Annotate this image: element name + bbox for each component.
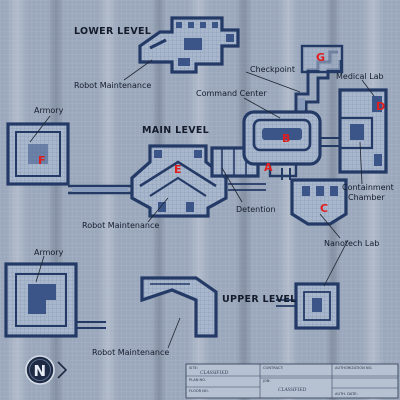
command-center xyxy=(242,110,322,178)
nanotech-lab xyxy=(281,168,348,226)
tb-site-value: CLASSIFIED xyxy=(200,370,228,376)
label-medical-lab: Medical Lab xyxy=(336,72,384,81)
level-title-upper: UPPER LEVEL xyxy=(222,294,297,305)
tb-job-value: CLASSIFIED xyxy=(278,387,306,393)
label-robot-maintenance-main: Robot Maintenance xyxy=(82,221,159,230)
upper-nanotech-lab xyxy=(276,282,340,330)
level-title-lower: LOWER LEVEL xyxy=(74,26,151,37)
label-checkpoint: Checkpoint xyxy=(250,65,295,74)
compass-letter: N xyxy=(34,362,47,380)
label-detention: Detention xyxy=(236,205,276,214)
tb-auth-date-label: AUTH. DATE: xyxy=(335,392,358,396)
upper-robot-maintenance xyxy=(140,276,218,338)
label-nanotech-lab: Nanotech Lab xyxy=(324,239,379,248)
title-block: SITE: CLASSIFIED PLAN NO. FLOOR NO. CONT… xyxy=(185,363,399,399)
tb-site-label: SITE: xyxy=(189,366,198,370)
lower-level-robot-maintenance xyxy=(138,16,240,74)
label-containment-line2: Chamber xyxy=(348,193,385,202)
callout-leaders xyxy=(29,59,375,349)
label-robot-maintenance-lower: Robot Maintenance xyxy=(74,81,151,90)
marker-d: D xyxy=(376,100,385,113)
tb-auth-label: AUTHORIZATION NO. xyxy=(335,366,372,370)
marker-e: E xyxy=(174,163,182,176)
label-armory-upper: Armory xyxy=(34,248,64,257)
main-robot-maintenance xyxy=(130,144,228,218)
label-robot-maintenance-upper: Robot Maintenance xyxy=(92,348,169,357)
north-compass-icon: N xyxy=(25,355,68,385)
tb-plan-label: PLAN NO. xyxy=(189,378,206,382)
marker-b: B xyxy=(282,132,290,145)
marker-g: G xyxy=(316,51,325,64)
marker-f: F xyxy=(38,154,46,167)
label-armory-main: Armory xyxy=(34,106,64,115)
label-command-center: Command Center xyxy=(196,89,267,98)
tb-job-label: JOB: xyxy=(262,379,271,383)
label-containment-line1: Containment xyxy=(342,183,394,192)
level-title-main: MAIN LEVEL xyxy=(142,125,209,136)
upper-armory-room xyxy=(4,262,106,338)
checkpoint-corridor xyxy=(294,44,344,112)
tb-contract-label: CONTRACT: xyxy=(263,366,284,370)
marker-a: A xyxy=(264,161,273,174)
medical-lab xyxy=(320,88,388,174)
marker-c: C xyxy=(320,202,328,215)
tb-floor-label: FLOOR NO. xyxy=(189,389,209,393)
main-armory-room xyxy=(6,122,132,195)
